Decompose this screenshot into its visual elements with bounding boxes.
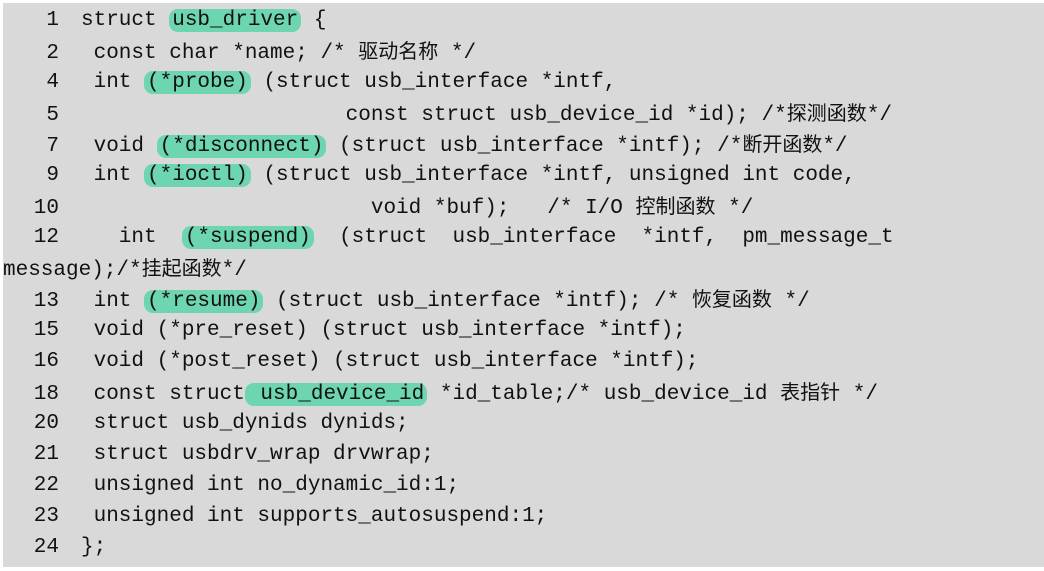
code-line-23: 23 unsigned int supports_autosuspend:1;	[3, 501, 548, 532]
comment-text: 表指针	[780, 380, 841, 404]
code-text: (struct usb_interface *intf,	[250, 71, 617, 94]
line-number: 22	[33, 474, 59, 497]
code-text: */	[822, 135, 848, 158]
code-line-20: 20 struct usb_dynids dynids;	[3, 408, 409, 439]
code-text: const struct usb_device_id *id); /*	[81, 104, 787, 127]
code-line-21: 21 struct usbdrv_wrap drvwrap;	[3, 439, 434, 470]
line-number: 9	[46, 164, 59, 187]
comment-text: 探测函数	[786, 101, 867, 125]
line-number: 2	[46, 42, 59, 65]
line-number: 1	[46, 9, 59, 32]
code-text: struct	[81, 9, 170, 32]
line-number: 24	[33, 536, 59, 559]
code-listing: 1 struct usb_driver {2 const char *name; …	[3, 3, 1044, 567]
code-text: int	[81, 71, 145, 94]
code-line-24: 24};	[3, 532, 106, 563]
highlighted-token: (*disconnect)	[156, 135, 327, 158]
code-line-9: 9 int (*ioctl) (struct usb_interface *in…	[3, 160, 856, 191]
code-text: unsigned int no_dynamic_id:1;	[81, 474, 460, 497]
comment-text: 驱动名称	[358, 39, 439, 63]
code-text: int	[81, 290, 145, 313]
code-line-4: 4 int (*probe) (struct usb_interface *in…	[3, 67, 616, 98]
highlighted-token: usb_device_id	[244, 383, 428, 406]
code-text: {	[301, 9, 327, 32]
code-text: const struct	[81, 383, 245, 406]
code-text: */	[221, 259, 247, 282]
line-number: 12	[33, 226, 59, 249]
code-text: };	[81, 536, 107, 559]
code-text: */	[866, 104, 892, 127]
line-number: 18	[33, 383, 59, 406]
code-line-7: 7 void (*disconnect) (struct usb_interfa…	[3, 129, 848, 160]
code-text: int	[81, 164, 145, 187]
highlighted-token: usb_driver	[169, 9, 302, 32]
code-text: struct usb_dynids dynids;	[81, 412, 409, 435]
code-line-12: 12 int (*suspend) (struct usb_interface …	[3, 222, 894, 253]
highlighted-token: (*probe)	[144, 71, 251, 94]
comment-text: 挂起函数	[141, 256, 222, 280]
code-line-13: 13 int (*resume) (struct usb_interface *…	[3, 284, 810, 315]
code-text: (struct usb_interface *intf, unsigned in…	[250, 164, 856, 187]
line-number: 23	[33, 505, 59, 528]
code-text: (struct usb_interface *intf); /*	[263, 290, 692, 313]
code-text: (struct usb_interface *intf); /*	[326, 135, 743, 158]
comment-text: 恢复函数	[691, 287, 772, 311]
code-text: void (*post_reset) (struct usb_interface…	[81, 350, 699, 373]
code-text: const char *name; /*	[81, 42, 359, 65]
code-line-2: 2 const char *name; /* 驱动名称 */	[3, 36, 476, 67]
code-line-15: 15 void (*pre_reset) (struct usb_interfa…	[3, 315, 686, 346]
code-line-1: 1 struct usb_driver {	[3, 5, 326, 36]
line-number: 16	[33, 350, 59, 373]
code-line-wrap: message);/*挂起函数*/	[3, 253, 247, 284]
code-text: */	[715, 197, 754, 220]
code-text: (struct usb_interface *intf, pm_message_…	[313, 226, 894, 249]
comment-text: 断开函数	[742, 132, 823, 156]
highlighted-token: (*resume)	[144, 290, 264, 313]
code-line-16: 16 void (*post_reset) (struct usb_interf…	[3, 346, 699, 377]
code-text: int	[81, 226, 182, 249]
highlighted-token: (*suspend)	[181, 226, 314, 249]
code-text: */	[438, 42, 477, 65]
line-number: 13	[33, 290, 59, 313]
line-number: 4	[46, 71, 59, 94]
code-text: void (*pre_reset) (struct usb_interface …	[81, 319, 686, 342]
line-number: 5	[46, 104, 59, 127]
code-line-22: 22 unsigned int no_dynamic_id:1;	[3, 470, 459, 501]
line-number: 15	[33, 319, 59, 342]
line-number: 21	[33, 443, 59, 466]
code-text: void *buf); /* I/O	[81, 197, 636, 220]
code-line-18: 18 const struct usb_device_id *id_table;…	[3, 377, 878, 408]
code-text: void	[81, 135, 157, 158]
highlighted-token: (*ioctl)	[144, 164, 251, 187]
comment-text: 控制函数	[635, 194, 716, 218]
line-number: 7	[46, 135, 59, 158]
code-line-10: 10 void *buf); /* I/O 控制函数 */	[3, 191, 754, 222]
line-number: 10	[33, 197, 59, 220]
code-text: struct usbdrv_wrap drvwrap;	[81, 443, 434, 466]
code-text: unsigned int supports_autosuspend:1;	[81, 505, 548, 528]
code-text: *id_table;/* usb_device_id	[427, 383, 781, 406]
code-text: message);/*	[3, 259, 142, 282]
line-number: 20	[33, 412, 59, 435]
code-text: */	[771, 290, 810, 313]
code-line-5: 5 const struct usb_device_id *id); /*探测函…	[3, 98, 892, 129]
code-text: */	[840, 383, 878, 406]
